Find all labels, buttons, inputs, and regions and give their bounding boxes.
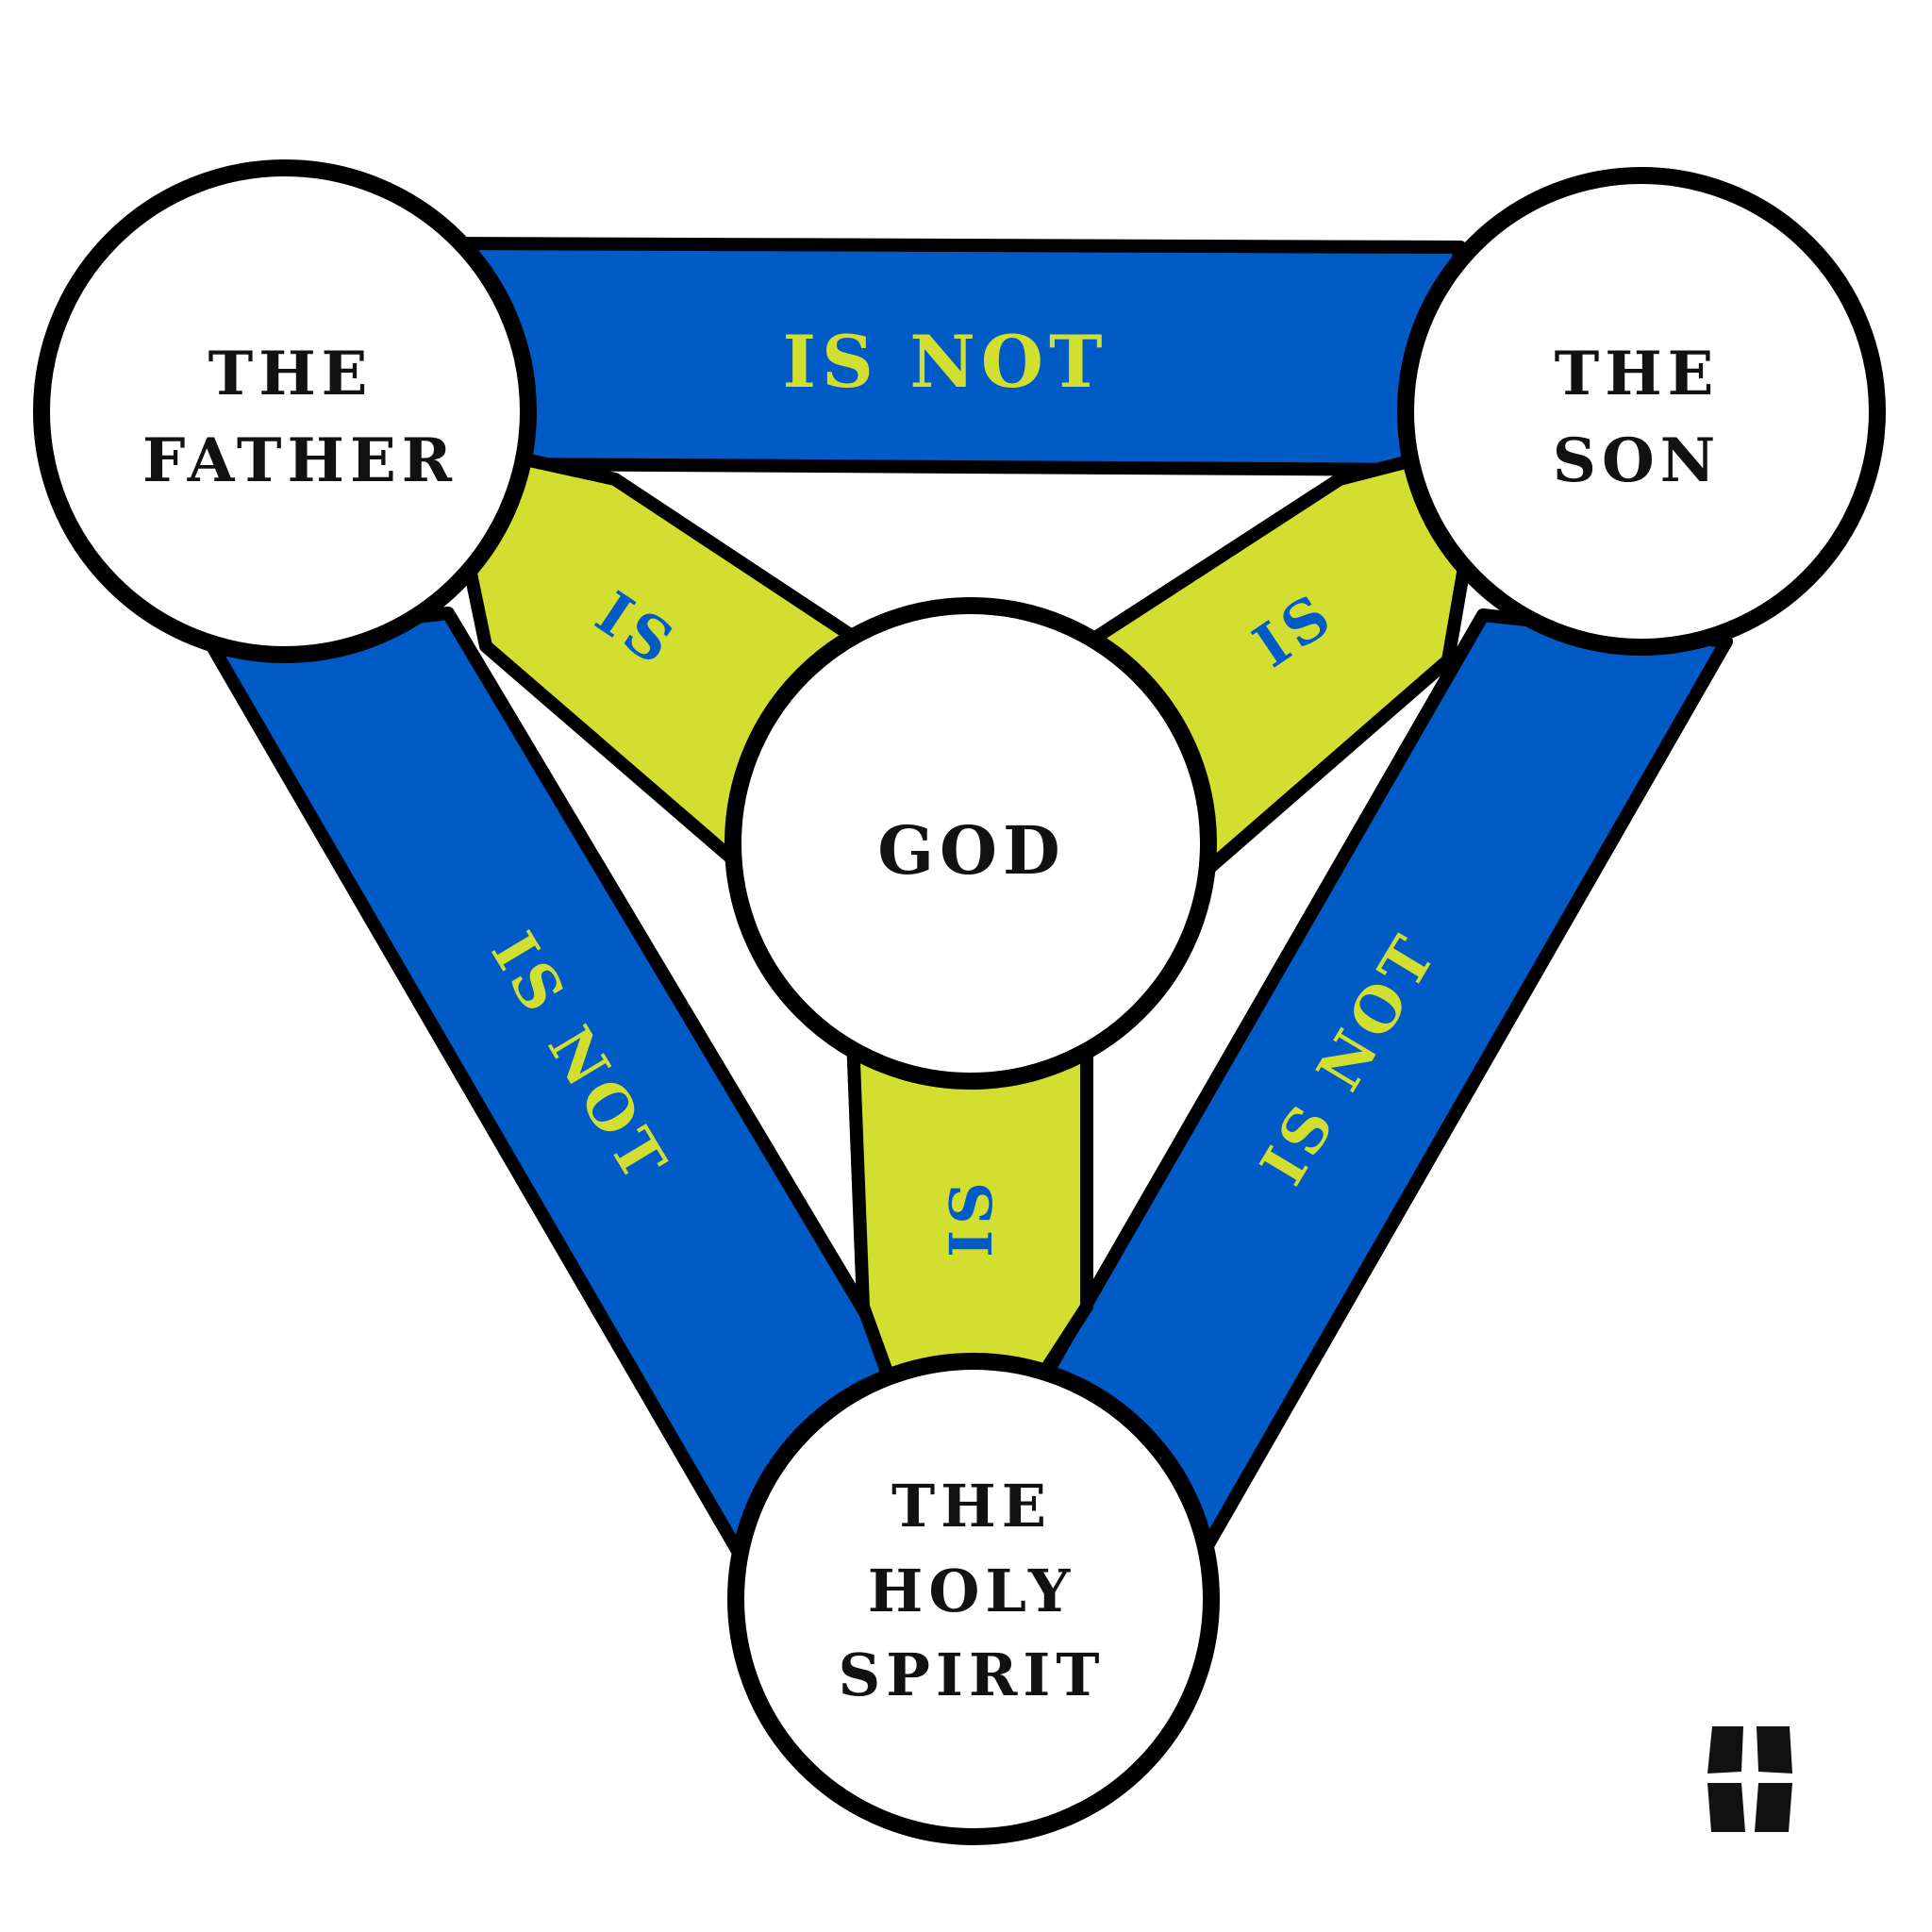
- relation-spirit-god: IS: [937, 1176, 1006, 1257]
- node-holy-spirit: [727, 1353, 1220, 1845]
- node-god: [724, 597, 1217, 1090]
- son-label-line2: SON: [1553, 425, 1721, 496]
- son-label-line1: THE: [1555, 339, 1720, 409]
- father-label-line2: FATHER: [142, 425, 458, 496]
- relation-father-son: IS NOT: [782, 320, 1108, 404]
- node-son: [1397, 167, 1886, 656]
- spirit-label-line3: SPIRIT: [838, 1641, 1105, 1709]
- god-label: GOD: [877, 811, 1065, 890]
- cross-icon: [1707, 1726, 1792, 1832]
- spirit-label-line1: THE: [891, 1472, 1052, 1541]
- spirit-label-line2: HOLY: [868, 1557, 1075, 1625]
- father-label-line1: THE: [208, 339, 374, 409]
- node-father: [33, 159, 537, 663]
